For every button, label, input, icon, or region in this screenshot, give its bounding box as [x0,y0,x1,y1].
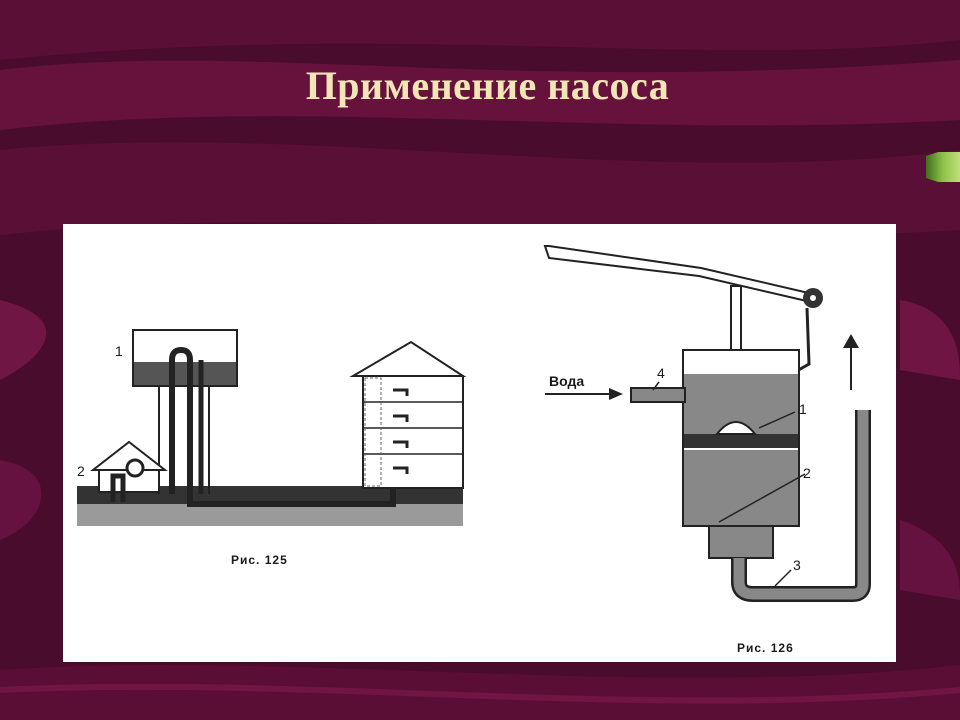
figure-125-caption: Рис. 125 [231,553,288,567]
figure-125-label-pump-house: 2 [77,463,85,479]
flow-arrow-icon [545,388,623,400]
figure-125-water-supply [77,329,467,526]
figure-126-label-pipe: 3 [793,557,801,573]
figure-126-label-piston: 1 [799,401,807,417]
figure-126-inlet-label: Вода [549,373,584,389]
figure-126-label-inlet: 4 [657,365,665,381]
figure-126-piston-pump [543,245,871,602]
figure-125-label-tower: 1 [115,343,123,359]
figure-126-label-valve: 2 [803,465,811,481]
slide-title: Применение насоса [305,63,670,108]
illustration-panel: 1 2 Рис. 125 [63,224,896,662]
outlet-arrow-icon [843,334,859,390]
figure-126-caption: Рис. 126 [737,641,794,655]
green-tab-icon[interactable] [924,150,960,184]
